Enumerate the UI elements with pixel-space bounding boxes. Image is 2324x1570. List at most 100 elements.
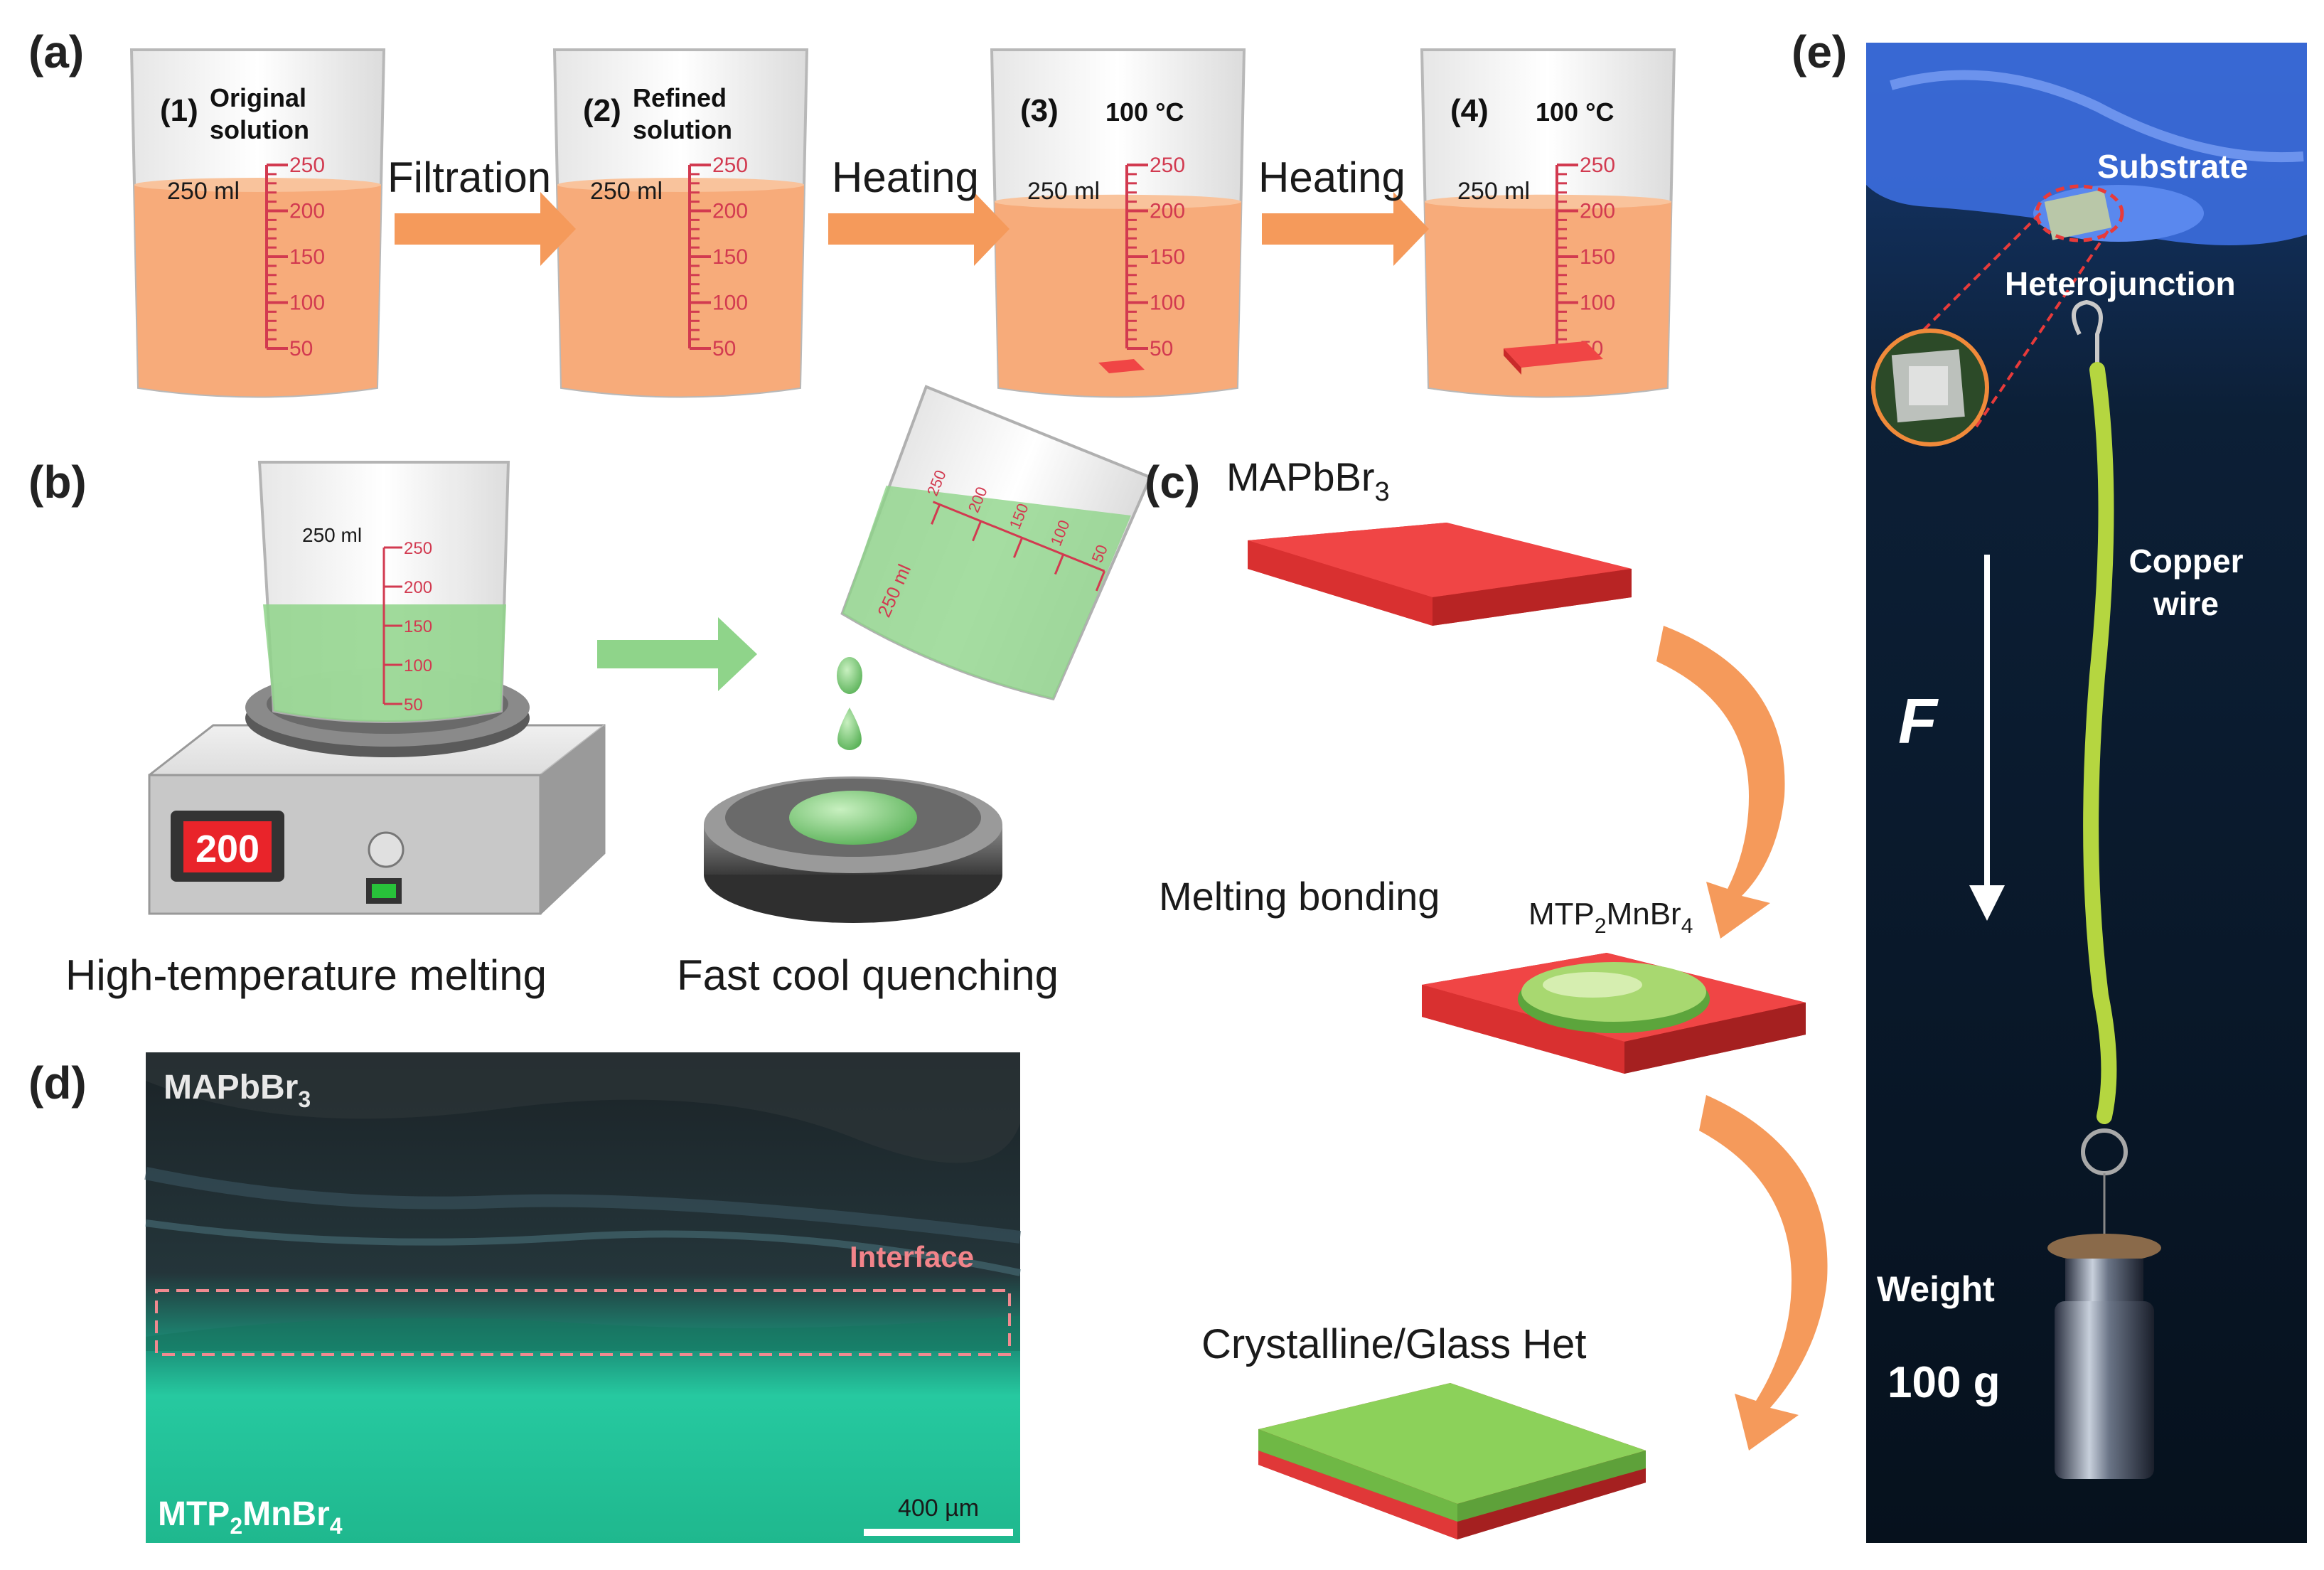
beaker-3-tick-label: 100	[1150, 292, 1185, 315]
pouring-beaker	[840, 385, 1152, 701]
e-wire-label-1: Copper	[2129, 543, 2244, 580]
beaker-1: (1) Original solution 250 ml 250 200 150 100 50	[129, 48, 386, 398]
e-heterojunction-label: Heterojunction	[2005, 265, 2236, 302]
panel-a-label: (a)	[28, 26, 84, 78]
beaker-4-tick-label: 200	[1580, 200, 1615, 223]
d-interface-label: Interface	[850, 1240, 974, 1273]
scale-bar-label: 400 µm	[898, 1495, 979, 1522]
beaker-4-tick-label: 250	[1580, 154, 1615, 177]
c-result: Crystalline/Glass Het	[1201, 1321, 1586, 1367]
beaker-3-tick-label: 50	[1150, 337, 1173, 361]
arrow-heating-1-label: Heating	[832, 154, 979, 201]
droplet-1	[837, 657, 862, 694]
force-label: F	[1898, 686, 1939, 757]
beaker-3-number: (3)	[1020, 93, 1059, 128]
quench-disk	[704, 776, 1002, 923]
arrow-heating-2: Heating	[1258, 154, 1429, 266]
beaker-3-tick-label: 200	[1150, 200, 1185, 223]
beaker-2-title: Refined	[633, 83, 727, 112]
beaker-2-tick-label: 150	[712, 245, 748, 269]
caption-high-temp: High-temperature melting	[65, 951, 547, 999]
slab-with-glass-drop	[1422, 953, 1806, 1074]
e-mass-label: 100 g	[1887, 1358, 2001, 1407]
photo: F Substrate Heterojunction Copper wire W…	[1866, 43, 2307, 1543]
curved-arrow-1	[1656, 626, 1785, 939]
pouring-beaker-tick	[1095, 570, 1105, 592]
beaker-3-tick-label: 250	[1150, 154, 1185, 177]
sample	[2044, 189, 2112, 240]
e-substrate-label: Substrate	[2097, 148, 2248, 185]
beaker-2-solution	[557, 185, 804, 397]
droplet-2	[837, 707, 862, 750]
arrow-heating-1: Heating	[828, 154, 1010, 266]
beaker-3-solution	[995, 201, 1241, 397]
beaker-2-tick-label: 250	[712, 154, 748, 177]
panel-e-label: (e)	[1792, 26, 1847, 78]
temperature-display-value: 200	[196, 828, 259, 870]
beaker-2-tick-label: 100	[712, 292, 748, 315]
pouring-beaker-tick	[972, 520, 982, 542]
hotplate-beaker-tick-label: 250	[404, 539, 432, 558]
arrow-filtration: Filtration	[387, 154, 576, 266]
beaker-2: (2) Refined solution 250 ml 250 200 150 100 50	[552, 48, 809, 398]
knob-icon	[368, 831, 405, 868]
beaker-1-tick-label: 100	[289, 292, 325, 315]
beaker-4-title: 100 °C	[1536, 97, 1614, 127]
panel-d-label: (d)	[28, 1057, 87, 1109]
beaker-1-title: Original	[210, 83, 306, 112]
beaker-1-title-2: solution	[210, 115, 309, 144]
hotplate-beaker-tick-label: 50	[404, 695, 423, 715]
copper-wire	[2083, 362, 2117, 1124]
c-glass-material: MTP2MnBr4	[1528, 897, 1693, 938]
beaker-3-tick-label: 150	[1150, 245, 1185, 269]
caption-quench: Fast cool quenching	[677, 951, 1059, 999]
hotplate-beaker-tick-label: 100	[404, 656, 432, 675]
red-crystal-slab	[1248, 523, 1632, 626]
beaker-1-tick-label: 250	[289, 154, 325, 177]
beaker-4-tick-label: 100	[1580, 292, 1615, 315]
green-arrow	[597, 617, 757, 691]
curved-arrow-2	[1699, 1095, 1828, 1451]
temperature-display	[183, 821, 272, 872]
pouring-beaker-tick	[1054, 554, 1064, 575]
weight	[2055, 1301, 2154, 1479]
micrograph: MAPbBr3 Interface MTP2MnBr4 400 µm	[144, 1052, 1022, 1543]
panel-b-label: (b)	[28, 456, 87, 508]
beaker-1-solution	[134, 185, 381, 397]
c-top-material: MAPbBr3	[1226, 454, 1390, 507]
hotplate-beaker-tick-label: 150	[404, 617, 432, 636]
beaker-2-title-2: solution	[633, 115, 732, 144]
pouring-beaker-tick	[1013, 537, 1024, 558]
beaker-4-tick-label: 150	[1580, 245, 1615, 269]
arrow-heating-2-label: Heating	[1258, 154, 1405, 201]
beaker-1-tick-label: 150	[289, 245, 325, 269]
beaker-1-tick-label: 200	[289, 200, 325, 223]
beaker-2-tick-label: 200	[712, 200, 748, 223]
d-bottom-material: MTP2MnBr4	[158, 1495, 343, 1539]
beaker-4-volume: 250 ml	[1457, 178, 1530, 205]
beaker-3-volume: 250 ml	[1027, 178, 1100, 205]
beaker-3-title: 100 °C	[1105, 97, 1184, 127]
interface-box	[155, 1289, 1011, 1356]
heterojunction-slab	[1258, 1383, 1646, 1539]
d-top-material: MAPbBr3	[164, 1069, 311, 1112]
beaker-2-number: (2)	[583, 93, 621, 128]
beaker-1-volume: 250 ml	[167, 178, 240, 205]
scale-bar	[864, 1529, 1013, 1536]
beaker-2-tick-label: 50	[712, 337, 736, 361]
large-crystal	[1504, 341, 1603, 368]
c-step-melting-bonding: Melting bonding	[1159, 874, 1440, 919]
beaker-1-tick-label: 50	[289, 337, 313, 361]
quenched-glass-drop	[789, 791, 917, 845]
glove	[1866, 43, 2307, 245]
beaker-1-number: (1)	[160, 93, 198, 128]
hotplate-beaker-volume: 250 ml	[302, 524, 362, 546]
arrow-filtration-label: Filtration	[387, 154, 551, 201]
e-wire-label-2: wire	[2153, 585, 2219, 622]
e-weight-label: Weight	[1877, 1269, 1995, 1309]
beaker-2-volume: 250 ml	[590, 178, 663, 205]
